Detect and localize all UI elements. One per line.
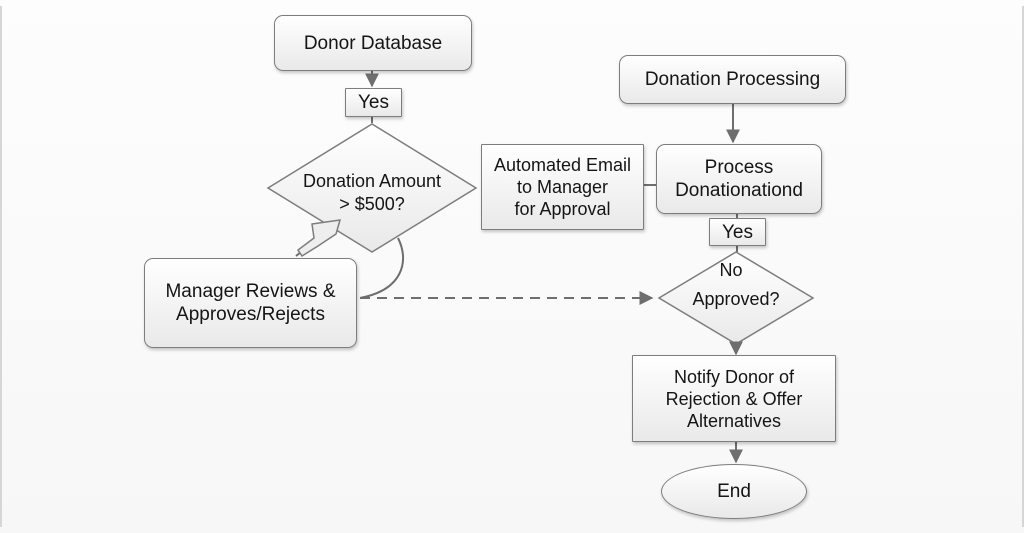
end-label: End	[717, 481, 751, 502]
process-donation-box: Process Donationationd	[656, 144, 822, 214]
no-label: No	[719, 260, 743, 280]
donation-processing-box: Donation Processing	[619, 55, 846, 104]
yes-right-text: Yes	[722, 221, 753, 243]
process-donation-label: Process Donationationd	[675, 157, 803, 201]
donation-processing-label: Donation Processing	[644, 69, 821, 90]
manager-reviews-label: Manager Reviews & Approves/Rejects	[165, 281, 336, 325]
manager-reviews-box: Manager Reviews & Approves/Rejects	[144, 258, 357, 348]
donor-database-label: Donor Database	[303, 32, 443, 54]
automated-email-box: Automated Email to Manager for Approval	[481, 144, 644, 230]
notify-donor-box: Notify Donor of Rejection & Offer Altern…	[632, 355, 836, 442]
yes-label-right: Yes	[709, 218, 766, 246]
end-terminal: End	[661, 464, 807, 519]
notify-donor-label: Notify Donor of Rejection & Offer Altern…	[665, 366, 803, 431]
yes-left-text: Yes	[358, 92, 389, 113]
donor-database-box: Donor Database	[274, 15, 472, 71]
pen-nib-icon	[296, 219, 342, 258]
donation-amount-diamond	[266, 123, 478, 253]
edge-donation-amount-loop	[359, 237, 405, 299]
yes-label-left: Yes	[345, 88, 402, 117]
approved-label: Approved?	[692, 289, 780, 309]
automated-email-label: Automated Email to Manager for Approval	[493, 155, 632, 219]
donation-amount-label: Donation Amount > $500?	[302, 171, 442, 214]
